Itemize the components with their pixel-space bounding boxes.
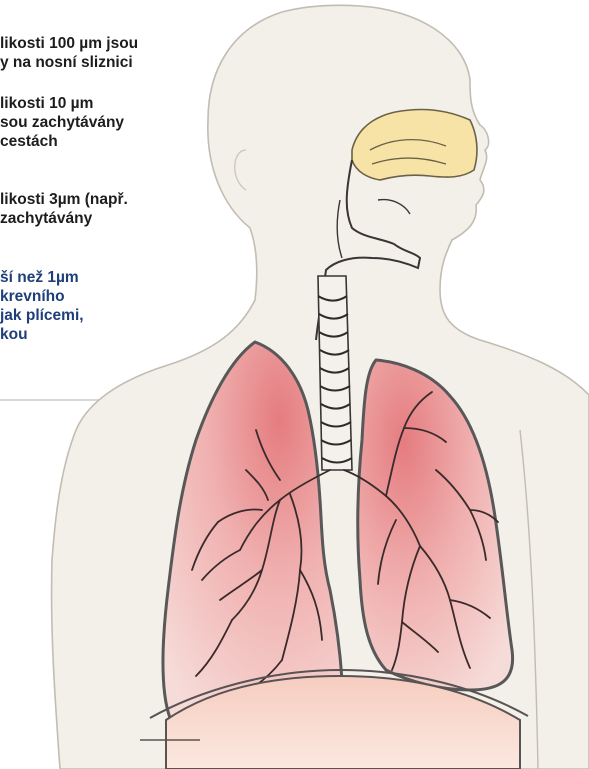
note-3um-line-1: likosti 3µm (např. <box>0 190 128 209</box>
note-100um: likosti 100 µm jsou y na nosní sliznici <box>0 34 138 72</box>
note-10um-line-1: likosti 10 µm <box>0 94 124 113</box>
note-100um-line-2: y na nosní sliznici <box>0 53 138 72</box>
note-1um: ší než 1µm krevního jak plícemi, kou <box>0 268 84 344</box>
note-3um: likosti 3µm (např. zachytávány <box>0 190 128 228</box>
note-3um-line-2: zachytávány <box>0 209 128 228</box>
note-10um: likosti 10 µm sou zachytávány cestách <box>0 94 124 151</box>
note-10um-line-3: cestách <box>0 132 124 151</box>
note-100um-line-1: likosti 100 µm jsou <box>0 34 138 53</box>
note-10um-line-2: sou zachytávány <box>0 113 124 132</box>
note-1um-line-4: kou <box>0 325 84 344</box>
note-1um-line-1: ší než 1µm <box>0 268 84 287</box>
note-1um-line-2: krevního <box>0 287 84 306</box>
note-1um-line-3: jak plícemi, <box>0 306 84 325</box>
